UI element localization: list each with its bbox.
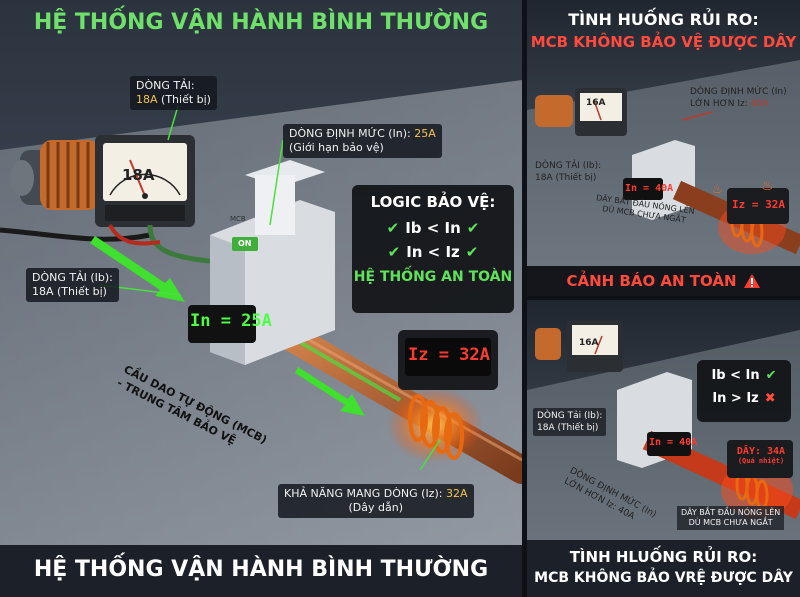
iz-display: Iz = 32A: [408, 345, 490, 365]
bottom-mcb-display: In = 40A: [649, 437, 698, 448]
top-load-note-line2: 18A (Thiết bị): [535, 173, 597, 183]
mcb-on-label: ON: [238, 239, 252, 248]
top-rated-note: DÒNG ĐỊNH MỨC (In) LỚN HƠN Iz: 40A: [690, 86, 787, 110]
top-rated-note-line2: LỚN HƠN Iz: 40A: [690, 98, 787, 110]
top-load-note: DÒNG TẢI (Ib): 18A (Thiết bị): [535, 160, 601, 184]
current-capacity-label: KHẢ NĂNG MANG DÒNG (Iz): 32A (Dây dẫn): [278, 484, 474, 518]
top-mcb-display: In = 40A: [625, 183, 674, 194]
logic-status: HỆ THỐNG AN TOÀN: [353, 269, 513, 285]
check-icon: ✔: [386, 219, 400, 237]
capacity-line1: KHẢ NĂNG MANG DÒNG (Iz): 32A: [284, 487, 468, 501]
top-warning-bar: CẢNH BÁO AN TOÀN: [527, 266, 800, 296]
panel-divider-vertical: [522, 0, 527, 597]
mcb-brand-label: MCB: [230, 215, 246, 223]
warning-triangle-icon: [743, 274, 760, 288]
bottom-logic-row-2: In > Iz ✖: [697, 391, 791, 406]
capacity-value: 32A: [445, 487, 468, 500]
mcb-in-display: In = 25A: [190, 311, 272, 331]
load-current-left-line1: DÒNG TẢI (Ib):: [32, 271, 113, 284]
bottom-wire-note-line1: DÂY BẮT ĐẦU NÓNG LÊN: [681, 508, 781, 517]
capacity-text: KHẢ NĂNG MANG DÒNG (Iz):: [284, 487, 446, 500]
top-ammeter-reading: 16A: [586, 98, 606, 108]
top-iz-display: Iz = 32A: [732, 198, 785, 211]
motor: [10, 140, 100, 210]
bottom-load-note-line1: DÒNG Tải (Ib):: [537, 411, 603, 421]
logic-row-1-text: Ib < In: [405, 219, 461, 237]
bottom-risk-title-line2: MCB KHÔNG BẢO VRỆ ĐƯỢC DÂY: [534, 570, 793, 586]
top-load-note-line1: DÒNG TẢI (Ib):: [535, 161, 602, 171]
bottom-logic-row-2-text: In > Iz: [712, 391, 759, 406]
logic-row-2: ✔ In < Iz ✔: [352, 243, 514, 261]
rated-current-value: 25A: [414, 127, 436, 140]
red-wire: [108, 223, 161, 246]
bottom-wire-note-line2: DÙ MCB CHƯA NGẮT: [688, 518, 773, 527]
main-footer: HỆ THỐNG VẬN HÀNH BÌNH THƯỜNG: [33, 557, 489, 582]
rated-current-text: DÒNG ĐỊNH MỨC (In):: [289, 127, 415, 140]
panel-divider-horizontal: [527, 296, 800, 300]
bottom-load-note-line2: 18A (Thiết bị): [537, 423, 599, 433]
top-risk-title-line1: TÌNH HUỐNG RỦI RO:: [568, 10, 759, 29]
load-current-top-rest: (Thiết bị): [157, 93, 211, 106]
bottom-logic-box: Ib < In ✔ In > Iz ✖: [697, 360, 791, 422]
check-icon: ✔: [466, 219, 480, 237]
capacity-line2: (Dây dẫn): [348, 501, 404, 514]
rated-current-label: DÒNG ĐỊNH MỨC (In): 25A (Giới hạn bảo vệ…: [283, 124, 442, 158]
rated-current-line2: (Giới hạn bảo vệ): [289, 141, 384, 154]
load-current-top-value: 18A: [136, 93, 158, 106]
protection-logic-box: LOGIC BẢO VỆ: ✔ Ib < In ✔ ✔ In < Iz ✔ HỆ…: [352, 185, 514, 313]
normal-operation-panel: HỆ THỐNG VẬN HÀNH BÌNH THƯỜNG DÒNG TẢI: …: [0, 0, 522, 597]
top-rated-note-text: LỚN HƠN Iz:: [690, 99, 751, 109]
main-footer-bar: HỆ THỐNG VẬN HÀNH BÌNH THƯỜNG: [0, 545, 522, 597]
bottom-title-bar: TÌNH HLUỐNG RỦI RO: MCB KHÔNG BẢO VRỆ ĐƯ…: [527, 540, 800, 597]
load-current-top-line1: DÒNG TẢI:: [136, 79, 195, 92]
bottom-risk-title-line1: TÌNH HLUỐNG RỦI RO:: [569, 548, 758, 566]
check-icon: ✔: [387, 243, 401, 261]
cross-icon: ✖: [764, 391, 776, 406]
green-wire: [147, 224, 221, 265]
bottom-iz-display-sub: (Quá nhiệt): [737, 457, 785, 465]
supply-wire-black: [0, 227, 151, 242]
logic-title: LOGIC BẢO VỆ:: [370, 193, 496, 211]
ammeter-reading: 18A: [122, 166, 155, 184]
ammeter: [95, 135, 195, 227]
risk-scene-illustration-top: [527, 60, 800, 296]
flow-arrow-2: [295, 367, 365, 416]
top-rated-note-line1: DÒNG ĐỊNH MỨC (In): [690, 87, 787, 97]
bottom-wire-note: DÂY BẮT ĐẦU NÓNG LÊN DÙ MCB CHƯA NGẮT: [677, 506, 785, 530]
risk-scenario-panel-bottom: Ib < In ✔ In > Iz ✖ 16A In = 40A DÂY: 34…: [527, 300, 800, 597]
load-current-top-line2: 18A (Thiết bị): [136, 93, 211, 107]
top-risk-title-line2: MCB KHÔNG BẢO VỆ ĐƯỢC DÂY: [530, 33, 797, 51]
logic-row-1: ✔ Ib < In ✔: [352, 219, 514, 237]
bottom-iz-display: DÂY: 34A: [736, 446, 786, 457]
heat-icon: ♨: [712, 182, 723, 196]
logic-row-2-text: In < Iz: [406, 243, 460, 261]
load-current-left-label: DÒNG TẢI (Ib): 18A (Thiết bị): [26, 268, 119, 302]
bottom-iz-display-wrap: DÂY: 34A (Quá nhiệt): [731, 446, 791, 465]
check-icon: ✔: [465, 243, 479, 261]
bottom-ammeter-reading: 16A: [579, 338, 599, 348]
top-warning-text: CẢNH BÁO AN TOÀN: [566, 272, 737, 290]
rated-current-line1: DÒNG ĐỊNH MỨC (In): 25A: [289, 127, 436, 141]
main-header: HỆ THỐNG VẬN HÀNH BÌNH THƯỜNG: [33, 10, 489, 35]
bottom-logic-row-1: Ib < In ✔: [697, 368, 791, 383]
bottom-logic-row-1-text: Ib < In: [711, 368, 760, 383]
flow-arrow-1: [90, 236, 185, 302]
check-icon: ✔: [765, 368, 777, 383]
load-current-top-label: DÒNG TẢI: 18A (Thiết bị): [130, 76, 217, 110]
mcb-breaker: [188, 160, 335, 365]
bottom-load-note: DÒNG Tải (Ib): 18A (Thiết bị): [533, 408, 607, 436]
top-rated-note-value: 40A: [750, 99, 769, 109]
risk-scenario-panel-top: TÌNH HUỐNG RỦI RO: MCB KHÔNG BẢO VỆ ĐƯỢC…: [527, 0, 800, 296]
heat-icon: ♨: [761, 178, 774, 194]
load-current-left-line2: 18A (Thiết bị): [32, 285, 107, 298]
